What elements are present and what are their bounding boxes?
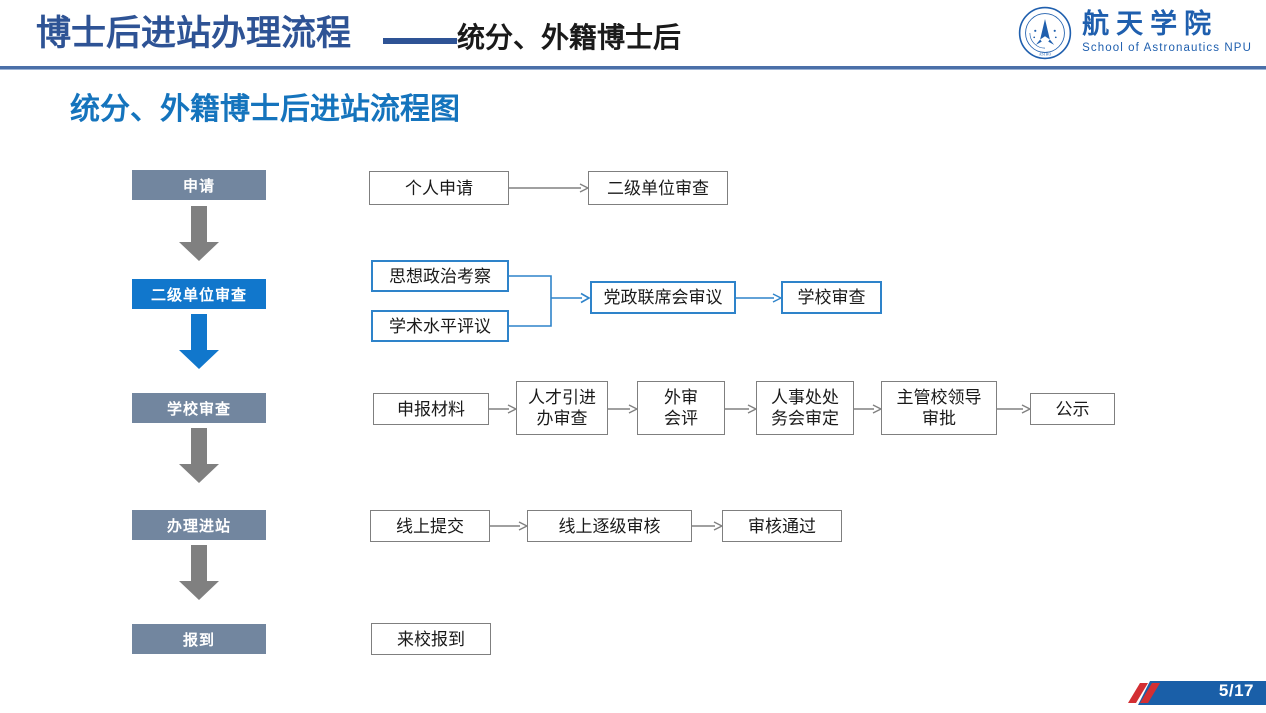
stage-box-2[interactable]: 二级单位审查 [132,279,266,309]
school-review-row-box-3[interactable]: 外审会评 [637,381,725,435]
stage-box-3[interactable]: 学校审查 [132,393,266,423]
stage-box-label: 学校审查 [166,400,231,418]
flow-box-label: 人事处处务会审定 [771,388,839,428]
online-process-row-box-2[interactable]: 线上逐级审核 [527,510,692,542]
connector-talent-office-to-external-review [608,404,637,414]
stage-box-1[interactable]: 申请 [132,170,266,200]
flow-box-label: 主管校领导审批 [896,388,982,428]
arrow-apply-to-unit [179,206,219,261]
unit-review-row-box-4[interactable]: 学校审查 [781,281,882,314]
stage-box-5[interactable]: 报到 [132,624,266,654]
page-subtitle: 统分、外籍博士后 [457,22,682,53]
flow-box-label: 申报材料 [397,399,465,419]
page-number-badge: 5/17 [1126,677,1266,707]
page-title: 博士后进站办理流程 [36,14,352,53]
flow-box-label: 党政联席会审议 [603,288,723,307]
school-review-row-box-2[interactable]: 人才引进办审查 [516,381,608,435]
connector-online-review-to-passed [692,521,722,531]
flow-box-label: 二级单位审查 [607,178,709,198]
logo-name-en: School of Astronautics NPU [1082,42,1252,55]
connector-apply-to-unit [509,183,588,193]
institution-logo: ASTRO 航天学院 School of Astronautics NPU [1018,4,1252,62]
logo-text-block: 航天学院 School of Astronautics NPU [1082,11,1252,55]
school-review-row-box-4[interactable]: 人事处处务会审定 [756,381,854,435]
stage-box-label: 报到 [182,631,215,649]
school-review-row-box-6[interactable]: 公示 [1030,393,1115,425]
connector-external-review-to-hr-meeting [725,404,756,414]
arrow-enter-to-report [179,545,219,600]
school-review-row-box-1[interactable]: 申报材料 [373,393,489,425]
page-number-label: 5/17 [1218,681,1254,700]
stage-box-label: 申请 [182,177,215,195]
apply-row-box-1[interactable]: 个人申请 [369,171,509,205]
stage-box-label: 二级单位审查 [150,286,247,304]
connector-joint-meeting-to-school-review [736,293,781,303]
flow-box-label: 学校审查 [797,288,866,307]
arrow-school-to-enter [179,428,219,483]
page-number-shape-icon [1128,681,1266,705]
header-divider-light [0,69,1266,70]
online-process-row-box-1[interactable]: 线上提交 [370,510,490,542]
title-dash-rule [383,38,457,44]
flow-box-label: 线上提交 [396,516,464,536]
stage-box-label: 办理进站 [166,517,231,535]
stage-box-4[interactable]: 办理进站 [132,510,266,540]
unit-review-row-box-3[interactable]: 党政联席会审议 [590,281,736,314]
slide-header: 博士后进站办理流程 统分、外籍博士后 ASTRO 航天学院 School of … [0,0,1266,70]
npu-astronautics-emblem-icon: ASTRO [1018,6,1072,60]
online-process-row-box-3[interactable]: 审核通过 [722,510,842,542]
flow-box-label: 学术水平评议 [389,316,491,336]
section-title: 统分、外籍博士后进站流程图 [70,93,460,126]
flow-box-label: 来校报到 [397,629,465,649]
header-divider [0,66,1266,69]
apply-row-box-2[interactable]: 二级单位审查 [588,171,728,205]
report-row-box-1[interactable]: 来校报到 [371,623,491,655]
connector-online-submit-to-review [490,521,527,531]
flow-box-label: 人才引进办审查 [528,388,596,428]
unit-review-row-box-1[interactable]: 思想政治考察 [371,260,509,292]
connector-merge-to-joint-meeting [509,275,591,327]
svg-text:ASTRO: ASTRO [1039,53,1052,57]
logo-name-cn: 航天学院 [1082,9,1219,40]
arrow-unit-to-school [179,314,219,369]
connector-leader-approval-to-publicity [997,404,1030,414]
school-review-row-box-5[interactable]: 主管校领导审批 [881,381,997,435]
flow-box-label: 公示 [1055,399,1090,419]
connector-materials-to-talent-office [489,404,516,414]
flow-box-label: 线上逐级审核 [558,516,661,536]
flow-box-label: 外审会评 [664,388,698,428]
unit-review-row-box-2[interactable]: 学术水平评议 [371,310,509,342]
flow-box-label: 思想政治考察 [389,266,491,286]
flow-box-label: 个人申请 [405,178,473,198]
flow-box-label: 审核通过 [748,516,816,536]
connector-hr-meeting-to-leader-approval [854,404,881,414]
